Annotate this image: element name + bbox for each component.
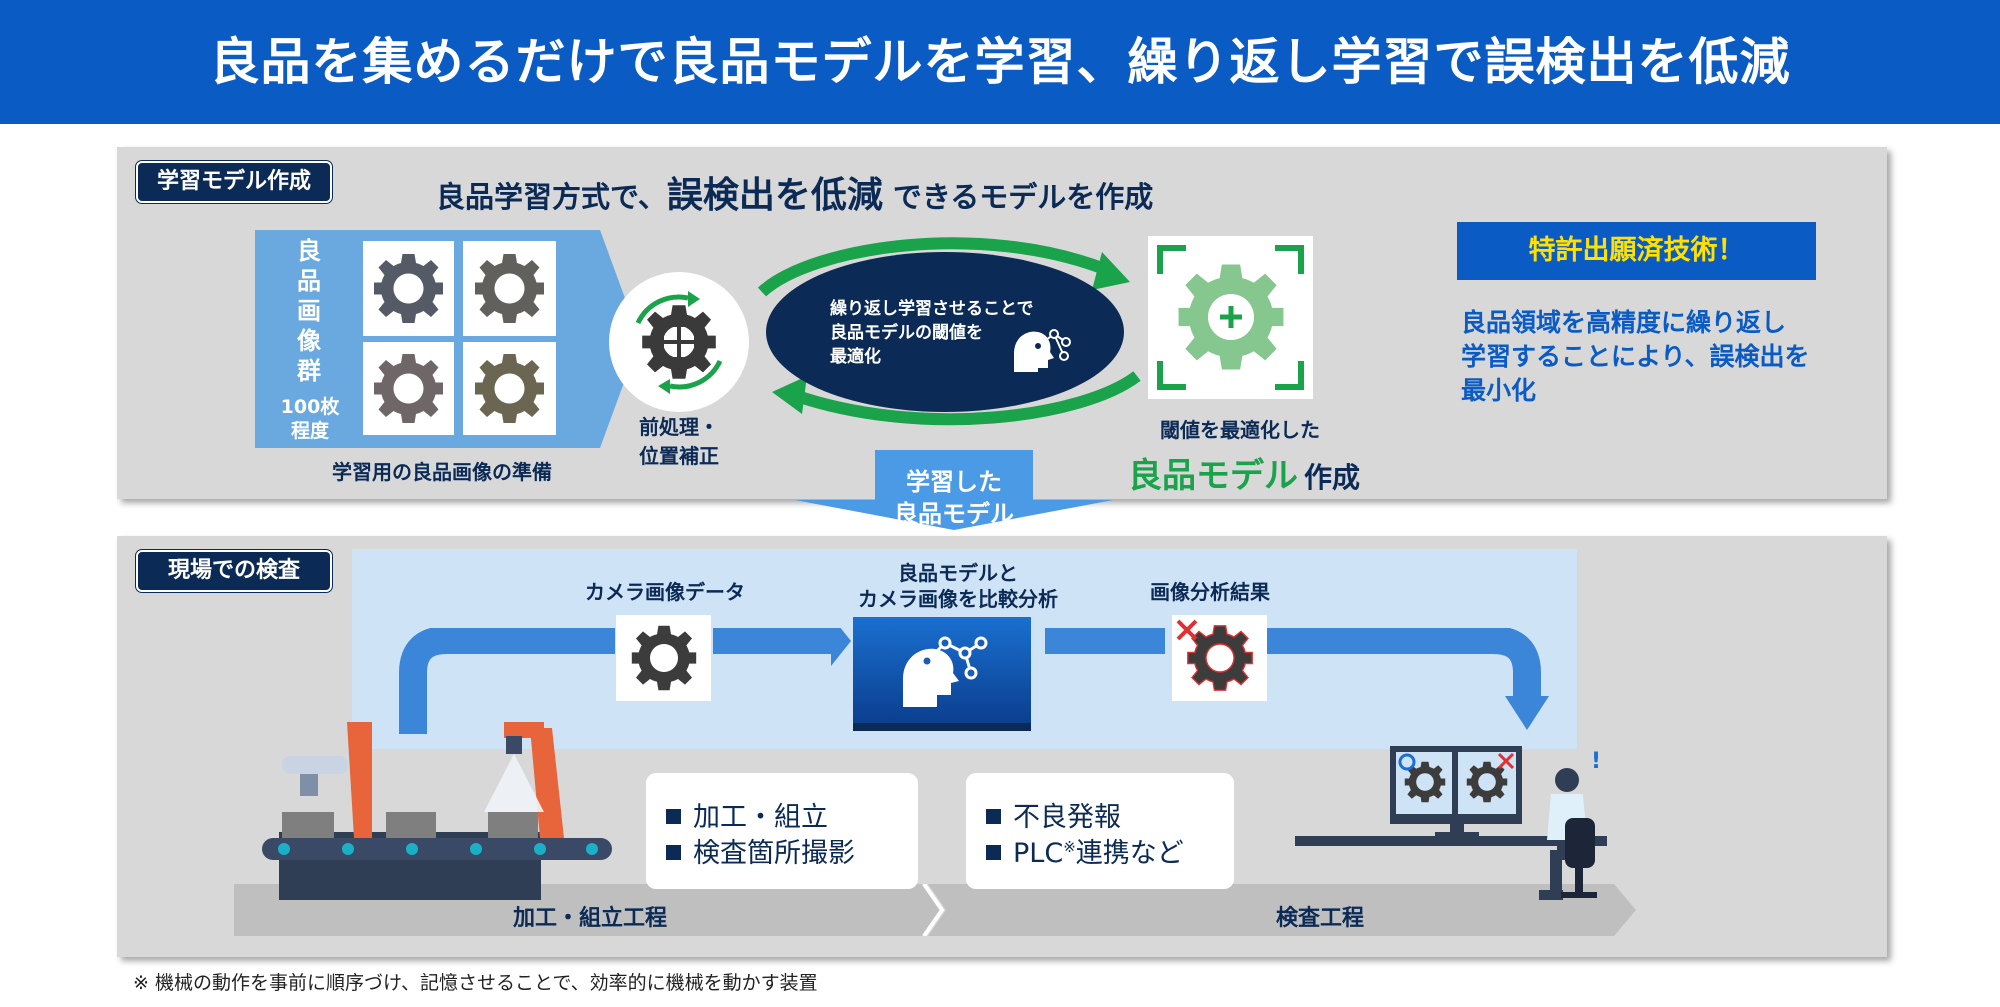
svg-text:!: !	[1591, 749, 1601, 774]
model-transfer-arrow	[795, 450, 1113, 530]
stage-processing: 加工・組立工程	[512, 906, 667, 931]
preprocess-icon	[609, 272, 749, 412]
learning-cycle-ellipse	[766, 252, 1124, 412]
list-item: 不良発報	[986, 795, 1121, 834]
preprocess-label-2: 位置補正	[639, 444, 719, 468]
list-item: PLC※連携など	[986, 831, 1184, 870]
section-tag-inspection: 現場での検査	[136, 550, 332, 592]
sample-image-4	[463, 342, 556, 435]
person-icon: !	[1539, 749, 1601, 900]
result-image	[1172, 615, 1267, 701]
cross-icon	[1176, 619, 1198, 641]
ai-head-icon	[903, 636, 988, 707]
section1-headline: 良品学習方式で、誤検出を低減できるモデルを作成	[436, 175, 1154, 216]
page-title: 良品を集めるだけで良品モデルを学習、繰り返し学習で誤検出を低減	[209, 33, 1791, 91]
list-item: 加工・組立	[666, 795, 828, 834]
ai-analysis-box	[853, 617, 1031, 731]
robot-arm-icon	[262, 722, 612, 900]
image-group-label: 良 品 画 像 群	[297, 237, 321, 385]
gear-icon	[631, 625, 697, 691]
cycle-text: 繰り返し学習させることで 良品モデルの閾値を 最適化	[830, 299, 1034, 367]
headline-emphasis: 誤検出を低減	[666, 175, 883, 216]
gear-icon	[374, 354, 443, 423]
model-caption-2: 良品モデル作成	[1128, 456, 1361, 496]
model-transfer-label: 学習した 良品モデル	[894, 468, 1014, 528]
gear-icon	[475, 354, 544, 423]
model-caption-1: 閾値を最適化した	[1160, 418, 1320, 442]
learning-cycle-arrows	[757, 237, 1141, 426]
section-tag-model: 学習モデル作成	[136, 161, 332, 203]
process-card: 加工・組立 検査箇所撮影	[646, 773, 918, 889]
gear-icon	[1187, 625, 1253, 691]
sample-image-1	[363, 241, 454, 336]
stage-inspection: 検査工程	[1275, 906, 1364, 931]
camera-data-label: カメラ画像データ	[585, 580, 745, 604]
sample-image-3	[363, 342, 454, 435]
analysis-result-label: 画像分析結果	[1150, 580, 1270, 604]
footnote: ※ 機械の動作を事前に順序づけ、記憶させることで、効率的に機械を動かす装置	[133, 972, 818, 994]
flow-arrows	[399, 628, 1549, 734]
gear-icon	[374, 254, 443, 323]
image-count: 100枚	[280, 396, 340, 418]
gear-icon	[475, 254, 544, 323]
sample-image-2	[463, 241, 556, 336]
ai-head-icon	[1014, 329, 1071, 372]
monitor-icon: !	[1295, 746, 1607, 900]
header-bar	[0, 0, 2000, 124]
preprocess-label-1: 前処理・	[639, 415, 719, 439]
patent-badge: 特許出願済技術！	[1457, 222, 1816, 280]
good-model-icon	[1148, 236, 1313, 399]
image-count-suffix: 程度	[290, 420, 329, 442]
patent-description: 良品領域を高精度に繰り返し 学習することにより、誤検出を 最小化	[1461, 308, 1810, 405]
camera-image	[616, 615, 711, 701]
list-item: 検査箇所撮影	[666, 831, 855, 870]
compare-label: 良品モデルと カメラ画像を比較分析	[858, 561, 1058, 611]
image-caption: 学習用の良品画像の準備	[332, 460, 552, 484]
inspect-card: 不良発報 PLC※連携など	[966, 773, 1234, 889]
